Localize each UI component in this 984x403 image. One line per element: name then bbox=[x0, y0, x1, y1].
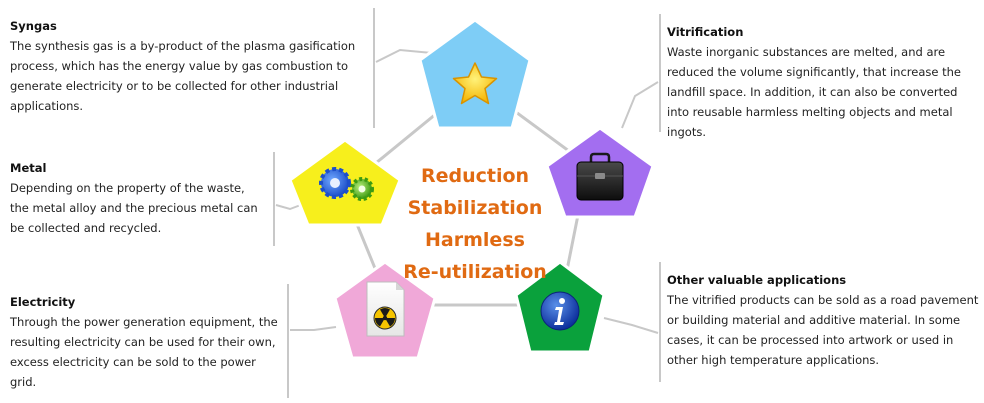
keyword-harmless: Harmless bbox=[425, 229, 525, 251]
block-electricity: Electricity Through the power generation… bbox=[10, 292, 280, 392]
electricity-title: Electricity bbox=[10, 295, 76, 309]
block-metal: Metal Depending on the property of the w… bbox=[10, 158, 266, 238]
radiation-document-icon bbox=[366, 281, 405, 337]
vitrification-title: Vitrification bbox=[667, 25, 744, 39]
keyword-reduction: Reduction bbox=[420, 165, 530, 187]
metal-description: Depending on the property of the waste, … bbox=[10, 181, 258, 235]
syngas-description: The synthesis gas is a by-product of the… bbox=[10, 39, 356, 113]
other-title: Other valuable applications bbox=[667, 273, 847, 287]
pentagon-syngas bbox=[418, 18, 532, 130]
pentagon-electricity bbox=[333, 260, 437, 360]
block-syngas: Syngas The synthesis gas is a by-product… bbox=[10, 16, 362, 116]
gears-icon bbox=[319, 167, 374, 201]
vitrification-description: Waste inorganic substances are melted, a… bbox=[667, 45, 961, 139]
info-icon bbox=[540, 291, 580, 331]
metal-title: Metal bbox=[10, 161, 47, 175]
syngas-title: Syngas bbox=[10, 19, 57, 33]
connector-electricity bbox=[290, 326, 337, 331]
other-description: The vitrified products can be sold as a … bbox=[667, 293, 979, 367]
connector-other bbox=[603, 317, 659, 334]
keyword-stabilization: Stabilization bbox=[407, 197, 543, 219]
pentagon-other bbox=[514, 260, 606, 354]
keyword-reutilization: Re-utilization bbox=[403, 261, 547, 283]
center-keywords: Reduction Stabilization Harmless Re-util… bbox=[395, 160, 555, 288]
star-icon bbox=[452, 62, 498, 105]
connector-syngas bbox=[375, 48, 433, 63]
block-other: Other valuable applications The vitrifie… bbox=[667, 270, 979, 370]
briefcase-icon bbox=[576, 152, 624, 201]
block-vitrification: Vitrification Waste inorganic substances… bbox=[667, 22, 977, 142]
pentagon-vitrification bbox=[545, 126, 655, 219]
connector-vitrification bbox=[621, 81, 659, 129]
pentagon-metal bbox=[288, 138, 402, 227]
electricity-description: Through the power generation equipment, … bbox=[10, 315, 278, 389]
